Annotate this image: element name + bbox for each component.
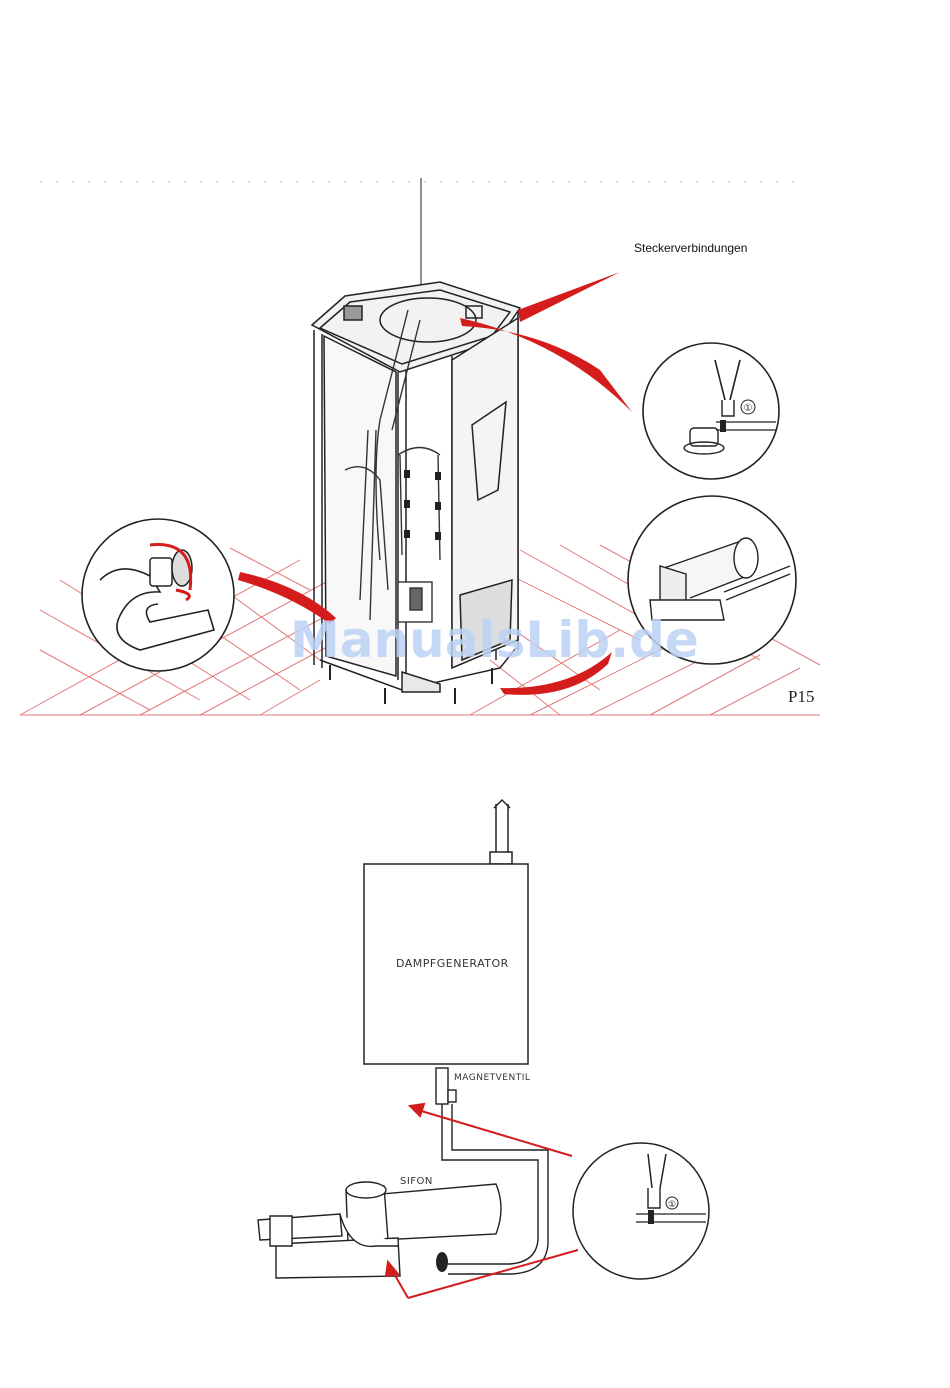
detail-callout-hose (82, 519, 234, 671)
callout-number-bottom: ① (668, 1200, 676, 1210)
callout-number-top: ① (744, 403, 753, 414)
steam-generator-diagram: DAMPFGENERATOR MAGNETVENTIL SIFON ① (0, 760, 950, 1388)
detail-callout-clamp (573, 1143, 709, 1279)
valve-label: MAGNETVENTIL (454, 1073, 530, 1083)
hose-clamp (436, 1252, 448, 1272)
connectors-label: Steckerverbindungen (634, 241, 747, 255)
generator-label: DAMPFGENERATOR (396, 957, 509, 970)
detail-callout-connector (643, 343, 779, 479)
shower-nozzles (404, 470, 441, 540)
watermark-text: ManualsLib.de (290, 611, 699, 669)
siphon-label: SIFON (400, 1176, 433, 1187)
shower-cabin-illustration: ① Steckerverbindungen ManualsLib.de P15 (0, 0, 950, 760)
page-number: P15 (788, 687, 814, 706)
solenoid-valve (436, 1068, 456, 1104)
steam-outlet-pipe (490, 800, 512, 864)
